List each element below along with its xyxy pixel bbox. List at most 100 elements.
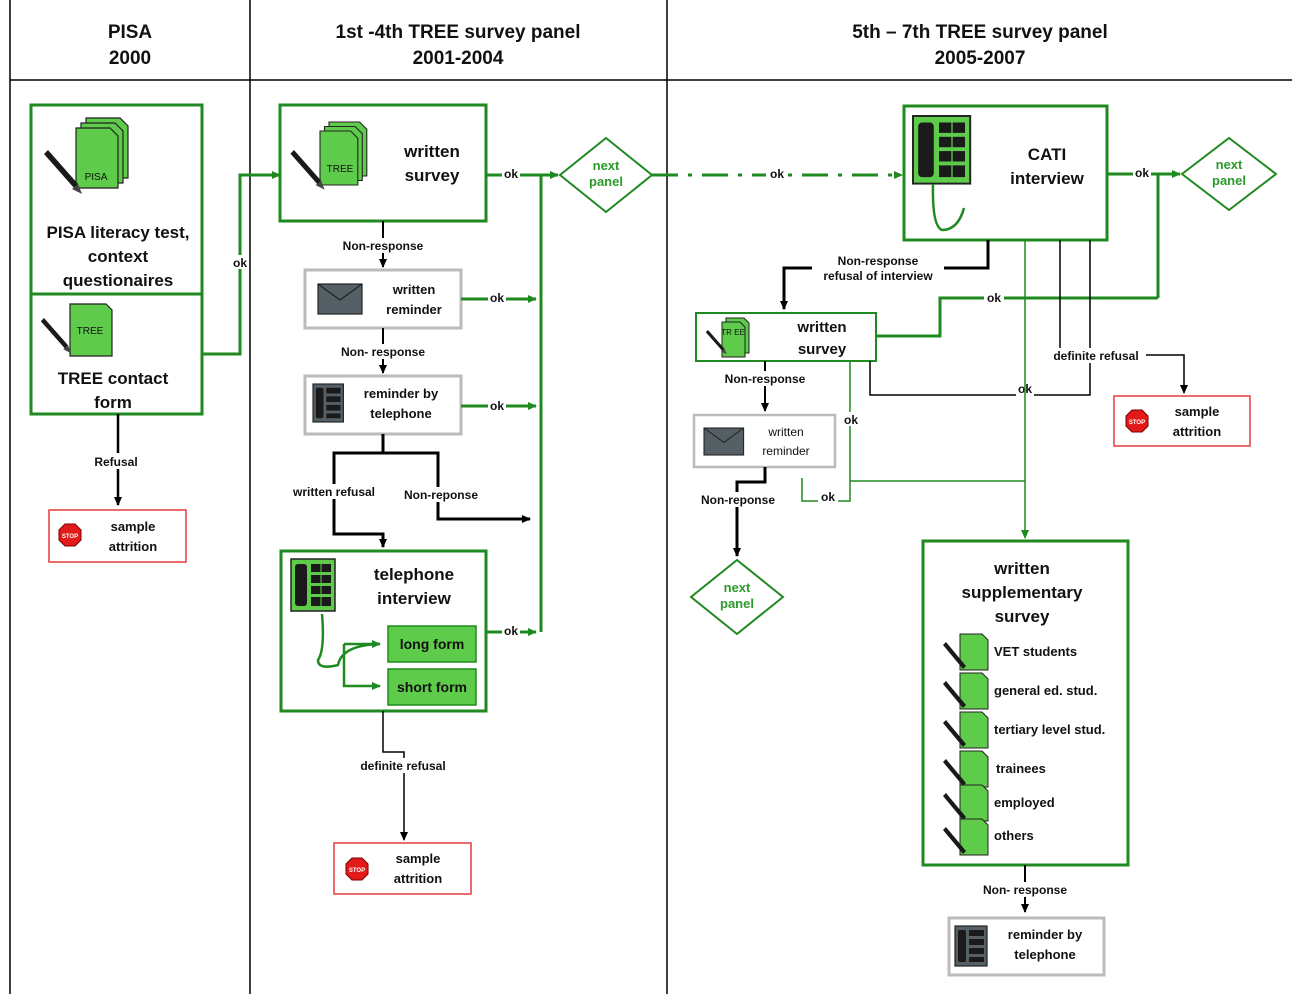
telephone-icon: [954, 925, 988, 967]
svg-text:STOP: STOP: [1129, 420, 1145, 426]
cati-line1: CATI: [1028, 145, 1066, 164]
ok-label: ok: [987, 291, 1001, 305]
nonresponse-label: Non- response: [983, 883, 1067, 897]
next-panel-diamond-3: next panel: [689, 558, 785, 636]
next-panel-line1: next: [724, 580, 751, 595]
pisa-test-line3: questionaires: [63, 271, 174, 290]
supp-item: general ed. stud.: [994, 683, 1097, 698]
ok-label: ok: [504, 624, 518, 638]
next-panel-line1: next: [593, 158, 620, 173]
svg-text:STOP: STOP: [349, 868, 365, 874]
next-panel-line2: panel: [720, 596, 754, 611]
phone-reminder-line2: telephone: [370, 406, 431, 421]
header-pisa: PISA 2000: [108, 22, 153, 69]
ok-label: ok: [844, 413, 858, 427]
next-panel-line2: panel: [589, 174, 623, 189]
survey-line2: survey: [405, 166, 460, 185]
attrition-line1: sample: [1175, 404, 1220, 419]
pisa-test-box: PISA PISA literacy test, context questio…: [29, 103, 204, 296]
pisa-ok-connector: ok: [202, 171, 281, 356]
header-title: PISA: [108, 22, 153, 43]
phone-cord: [931, 183, 966, 232]
survey-line1: written: [403, 142, 460, 161]
reminder-line1: written: [767, 425, 803, 439]
panel1-definite-refusal: definite refusal: [352, 711, 454, 841]
interview-line1: telephone: [374, 565, 454, 584]
nonresponse-line1: Non-response: [838, 254, 919, 268]
document-icon-label: PISA: [85, 172, 108, 183]
written-reminder-box: written reminder: [303, 268, 463, 330]
long-form-box: [387, 625, 477, 663]
survey-line2: survey: [798, 341, 847, 358]
ok-label: ok: [770, 167, 784, 181]
nonresponse-line2: refusal of interview: [823, 269, 933, 283]
supp-item: tertiary level stud.: [994, 722, 1105, 737]
ok-label: ok: [233, 256, 247, 270]
document-icon: [319, 121, 368, 186]
supp-line3: survey: [995, 607, 1050, 626]
attrition-line2: attrition: [109, 539, 157, 554]
non-reponse-label: Non-reponse: [701, 493, 775, 507]
reminder-line2: reminder: [386, 302, 442, 317]
ok-label: ok: [490, 399, 504, 413]
panel2-written-reminder-box: written reminder: [692, 413, 837, 469]
document-icon-label: TR EE: [721, 328, 745, 337]
cati-interview-box: CATI interview: [902, 104, 1109, 242]
ok-label: ok: [504, 167, 518, 181]
telephone-icon: [912, 115, 972, 185]
panel1-branch-connectors: written refusal Non-reponse: [286, 434, 531, 548]
header-panel-1-4: 1st -4th TREE survey panel 2001-2004: [336, 22, 581, 69]
panel2-nonresponse-connector: Non-response: [716, 361, 814, 412]
contact-line1: TREE contact: [58, 369, 169, 388]
document-icon-label: TREE: [77, 326, 104, 337]
nonresponse-label: Non-response: [343, 239, 424, 253]
supp-nonresponse-connector: Non- response: [975, 865, 1075, 913]
phone-reminder-line1: reminder by: [1008, 927, 1083, 942]
panel1-attrition-box: STOP sample attrition: [333, 842, 472, 895]
column-frame: [9, 0, 1292, 994]
cati-nonresponse-connector: Non-response refusal of interview: [780, 240, 990, 310]
attrition-line2: attrition: [1173, 424, 1221, 439]
telephone-icon: [312, 383, 344, 423]
phone-reminder-line1: reminder by: [364, 386, 439, 401]
nonresponse-label: Non- response: [341, 345, 425, 359]
envelope-icon: [703, 427, 745, 456]
ok-label: ok: [1135, 166, 1149, 180]
panel2-written-survey-box: TR EE written survey: [695, 312, 877, 362]
header-years: 2000: [109, 48, 151, 69]
definite-refusal-connector: definite refusal: [1046, 240, 1188, 394]
supp-item: others: [994, 828, 1034, 843]
attrition-line2: attrition: [394, 871, 442, 886]
written-survey-box: TREE written survey: [278, 103, 488, 223]
tree-contact-form-box: TREE TREE contact form: [29, 292, 204, 416]
panel1-ok-connectors: ok ok ok ok: [461, 167, 559, 638]
header-title: 1st -4th TREE survey panel: [336, 22, 581, 43]
dashed-link-to-cati: ok: [652, 167, 903, 181]
svg-text:STOP: STOP: [62, 534, 78, 540]
panel1-nonresponse-1: Non-response: [333, 221, 433, 268]
supp-item: VET students: [994, 644, 1077, 659]
panel1-nonresponse-2: Non- response: [330, 328, 436, 374]
cati-line2: interview: [1010, 169, 1084, 188]
supp-item: trainees: [996, 761, 1046, 776]
next-panel-line1: next: [1216, 157, 1243, 172]
next-panel-diamond-2: next panel: [1180, 136, 1278, 212]
supplementary-survey-box: written supplementary survey VET student…: [921, 539, 1130, 867]
document-icon: [69, 303, 113, 357]
document-icon-label: TREE: [327, 164, 354, 175]
reminder-line1: written: [392, 282, 436, 297]
supp-line1: written: [993, 559, 1050, 578]
supp-item: employed: [994, 795, 1055, 810]
cati-ok-connector: ok: [1107, 166, 1181, 298]
pisa-test-line1: PISA literacy test,: [47, 223, 190, 242]
contact-line2: form: [94, 393, 132, 412]
header-years: 2001-2004: [413, 48, 504, 69]
reminder-line2: reminder: [762, 444, 809, 458]
panel2-phone-reminder-box: reminder by telephone: [947, 916, 1106, 977]
nonresponse-label: Non-response: [725, 372, 806, 386]
telephone-icon: [290, 558, 336, 612]
header-title: 5th – 7th TREE survey panel: [852, 22, 1108, 43]
short-form-label: short form: [397, 679, 467, 695]
panel2-survey-ok-connectors: ok ok ok ok: [801, 240, 1158, 539]
short-form-box: [387, 668, 477, 706]
